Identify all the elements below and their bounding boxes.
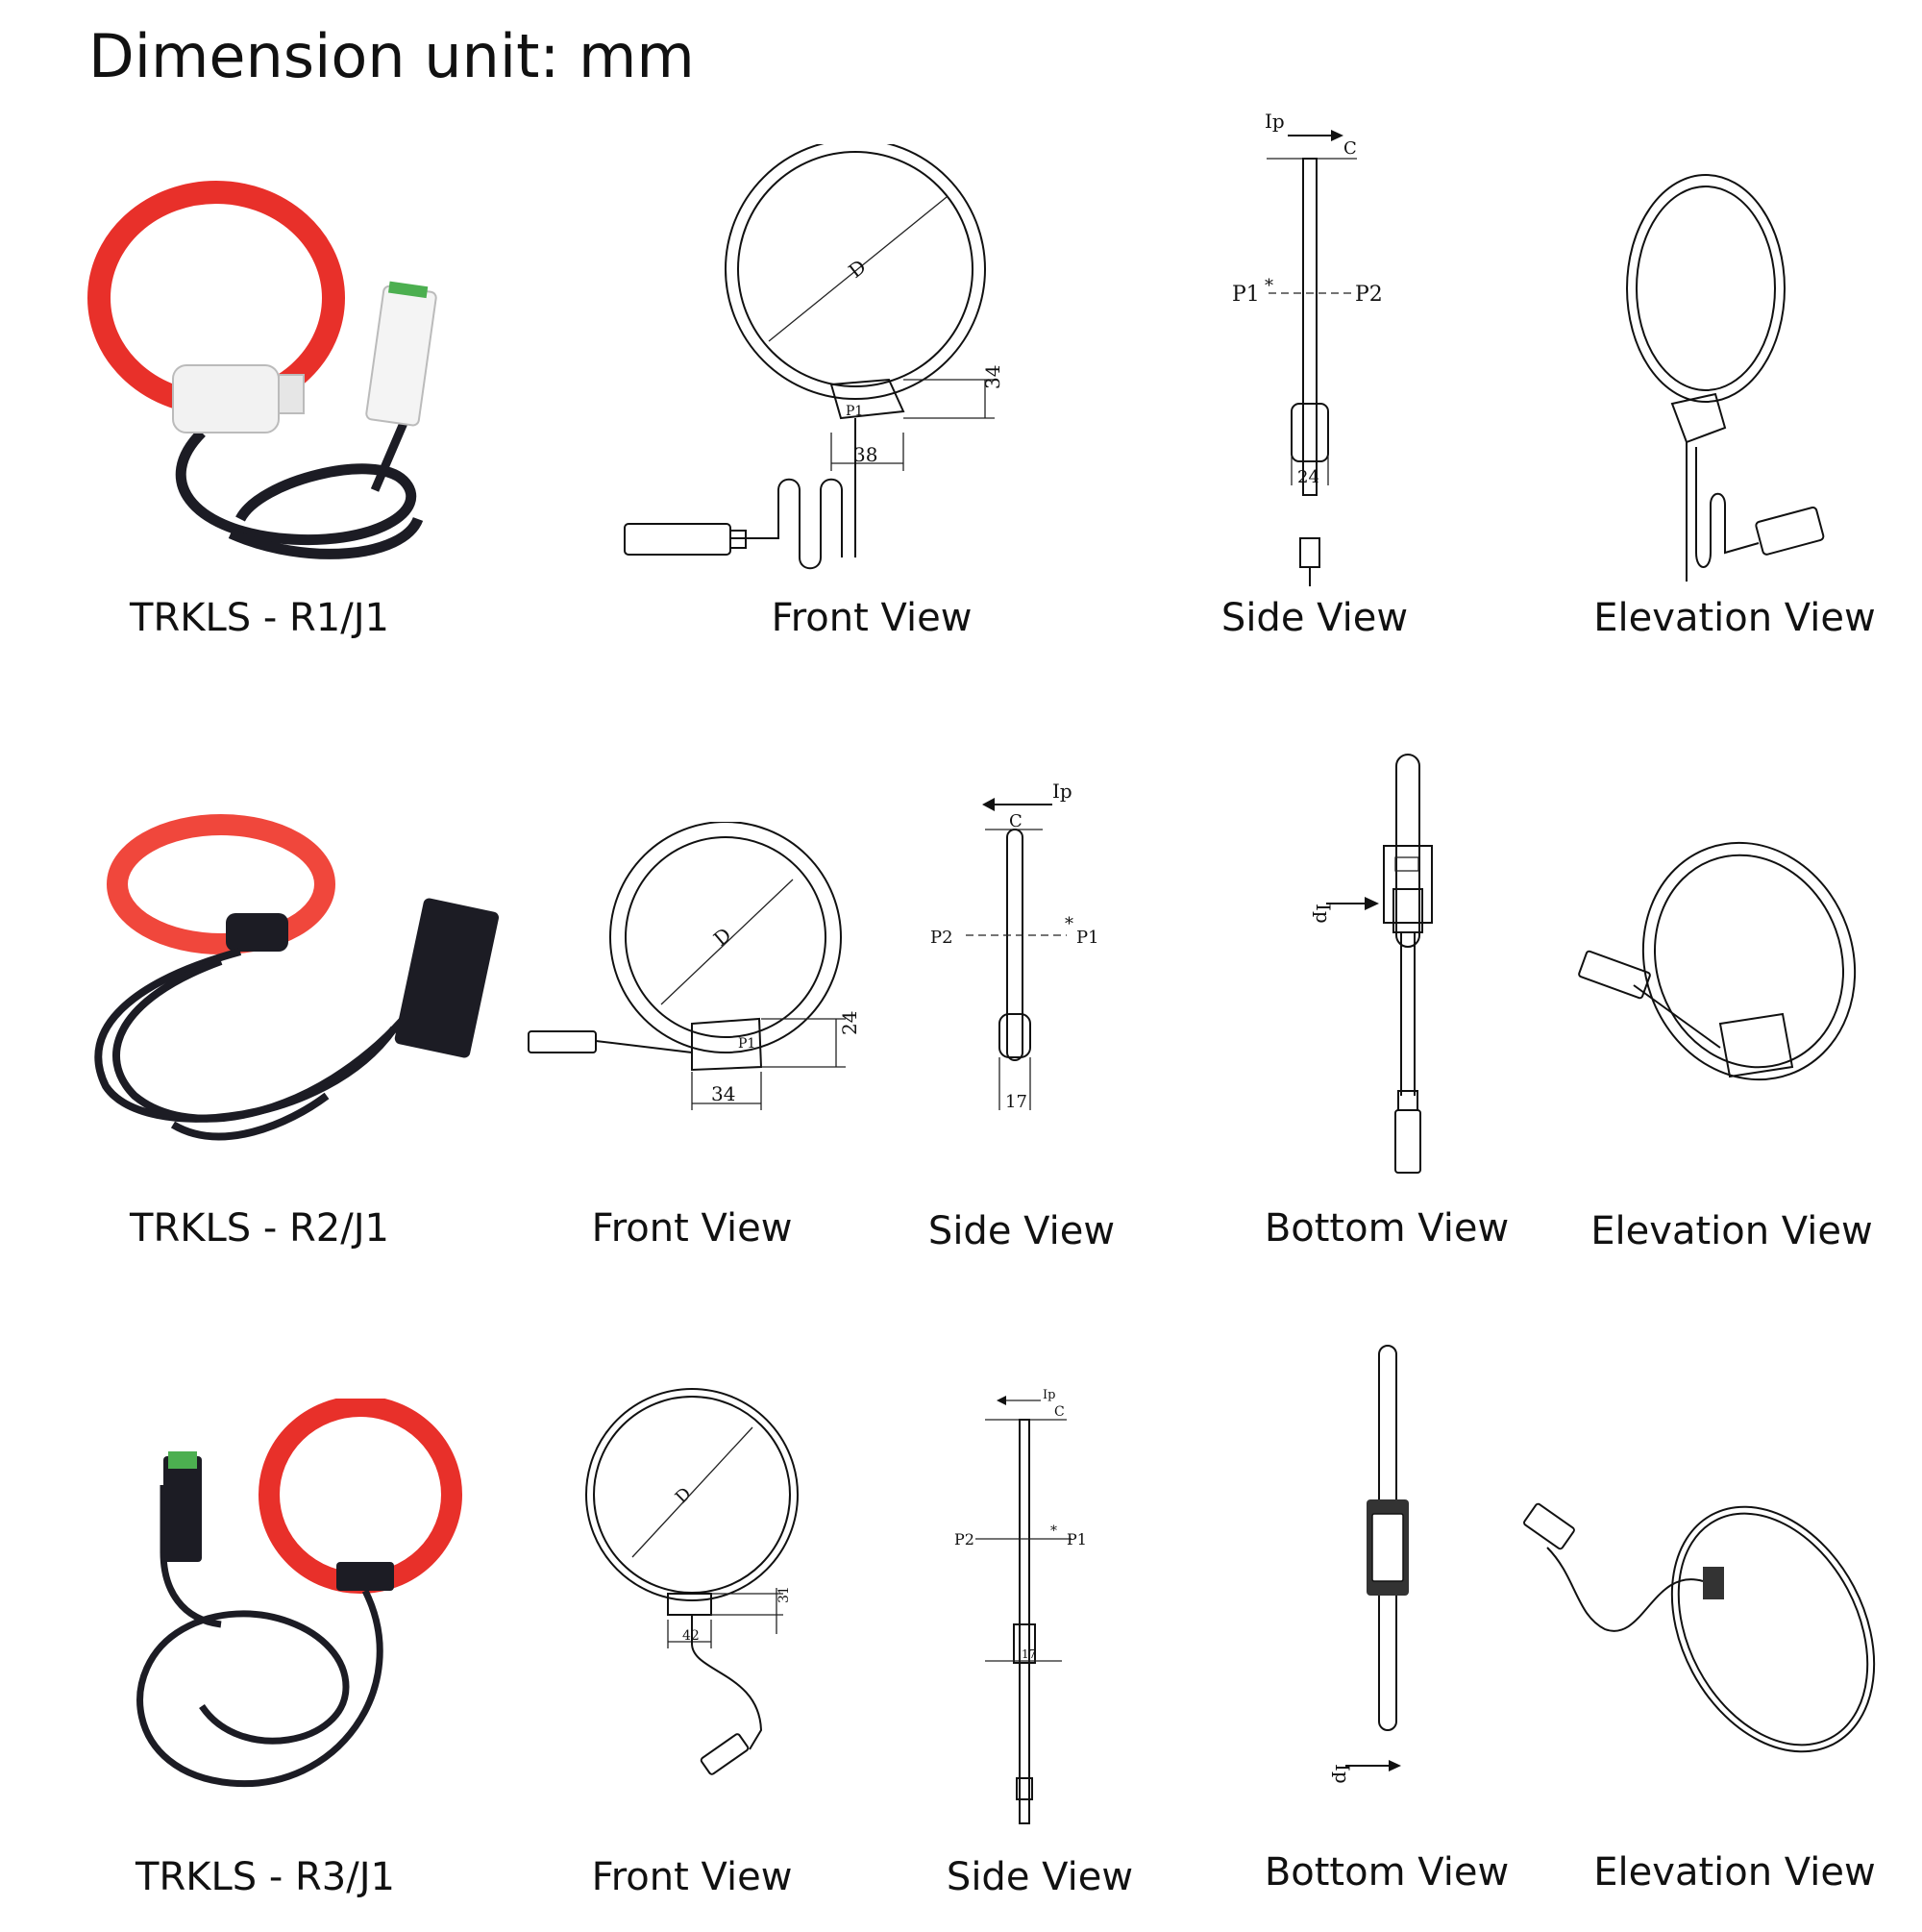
- width-label: 34: [711, 1082, 735, 1105]
- bottom-view-r3: Ip: [1331, 1345, 1409, 1784]
- p2-side-label: P2: [930, 928, 953, 948]
- elevation-view-r3: [1523, 1502, 1876, 1753]
- front-view-r2: D P1 24 34: [528, 822, 861, 1110]
- model-label-r2: TRKLS - R2/J1: [130, 1206, 389, 1251]
- ip-label: Ip: [1331, 1764, 1354, 1784]
- model-label-r1: TRKLS - R1/J1: [130, 596, 389, 640]
- side-width-label: 17: [1022, 1647, 1036, 1661]
- ip-label: Ip: [1043, 1388, 1055, 1402]
- diameter-label: D: [672, 1483, 696, 1507]
- view-label-r2-side: Side View: [927, 1209, 1116, 1253]
- height-label: 34: [981, 365, 1004, 389]
- polarity-mark: *: [1265, 276, 1273, 296]
- elevation-view-r2: [1578, 841, 1857, 1081]
- view-label-r1-side: Side View: [1220, 596, 1409, 640]
- side-width-label: 24: [1297, 467, 1319, 487]
- ip-label: Ip: [1265, 110, 1285, 133]
- side-view-r1: Ip C P1 * P2 24: [1232, 110, 1383, 586]
- p1-side-label: P1: [1067, 1530, 1087, 1548]
- c-label: C: [1054, 1404, 1065, 1420]
- diameter-label: D: [844, 255, 870, 283]
- product-photo-r2: [94, 814, 500, 1141]
- product-photo-r1: [87, 181, 437, 559]
- front-view-r1: D P1 34 38: [624, 144, 1004, 570]
- view-label-r1-elevation: Elevation View: [1593, 596, 1876, 640]
- view-label-r3-elevation: Elevation View: [1593, 1850, 1876, 1895]
- view-label-r2-front: Front View: [591, 1206, 793, 1251]
- view-label-r1-front: Front View: [771, 596, 973, 640]
- view-label-r3-front: Front View: [591, 1855, 793, 1899]
- view-label-r3-bottom: Bottom View: [1264, 1850, 1510, 1895]
- p1-side-label: P1: [1076, 928, 1099, 948]
- width-label: 42: [682, 1628, 700, 1644]
- p1-side-label: P1: [1232, 283, 1260, 307]
- page-title: Dimension unit: mm: [88, 21, 695, 91]
- p1-label: P1: [846, 404, 863, 419]
- width-label: 38: [853, 443, 877, 466]
- side-width-label: 17: [1005, 1092, 1027, 1112]
- p2-side-label: P2: [1355, 283, 1383, 307]
- view-label-r3-side: Side View: [946, 1855, 1134, 1899]
- bottom-view-r2: Ip: [1312, 754, 1433, 1174]
- model-label-r3: TRKLS - R3/J1: [136, 1855, 395, 1899]
- ip-label: Ip: [1052, 780, 1072, 803]
- product-photo-r3: [136, 1399, 462, 1788]
- height-label: 24: [838, 1011, 861, 1035]
- p2-side-label: P2: [954, 1530, 974, 1548]
- ip-label: Ip: [1312, 904, 1335, 924]
- elevation-view-r1: [1626, 174, 1825, 582]
- view-label-r2-elevation: Elevation View: [1590, 1209, 1873, 1253]
- c-label: C: [1343, 138, 1357, 159]
- polarity-mark: *: [1065, 914, 1073, 934]
- front-view-r3: D 31 42: [585, 1388, 799, 1775]
- diameter-label: D: [709, 923, 736, 951]
- polarity-mark: *: [1050, 1523, 1057, 1539]
- side-view-r2: Ip C P2 * P1 17: [930, 780, 1099, 1112]
- p1-label: P1: [738, 1036, 755, 1052]
- height-label: 31: [776, 1586, 792, 1603]
- c-label: C: [1009, 811, 1023, 831]
- view-label-r2-bottom: Bottom View: [1264, 1206, 1510, 1251]
- side-view-r3: Ip C P2 * P1 17: [954, 1388, 1087, 1824]
